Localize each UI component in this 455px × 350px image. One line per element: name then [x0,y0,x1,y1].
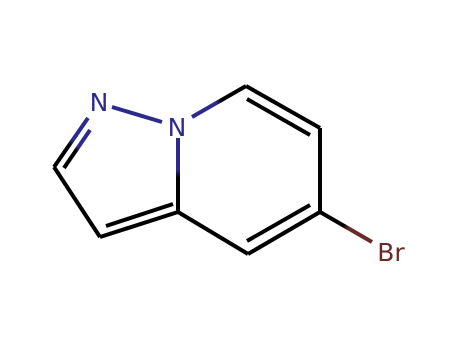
atom-label-br: Br [377,238,405,267]
bond-c5-br [319,210,373,244]
bond-n2-c3-inner [62,128,92,170]
bond-c5-c4-inner [246,203,311,243]
bond-c3-c3a [52,165,102,239]
bond-c5-c4 [246,210,322,256]
bond-c4-c8a [176,210,250,256]
bond-c7-c6 [245,84,321,130]
atom-label-n1: N [168,113,187,142]
bond-c3a-c8a-inner [105,202,174,228]
bond-n1-c7 [191,84,247,119]
bond-n2-c3 [52,116,90,169]
bond-c3a-c8a [99,210,179,239]
bond-c7-c6-inner [246,97,311,137]
atom-label-n2: N [90,88,109,117]
bond-n2-n1 [111,105,163,124]
